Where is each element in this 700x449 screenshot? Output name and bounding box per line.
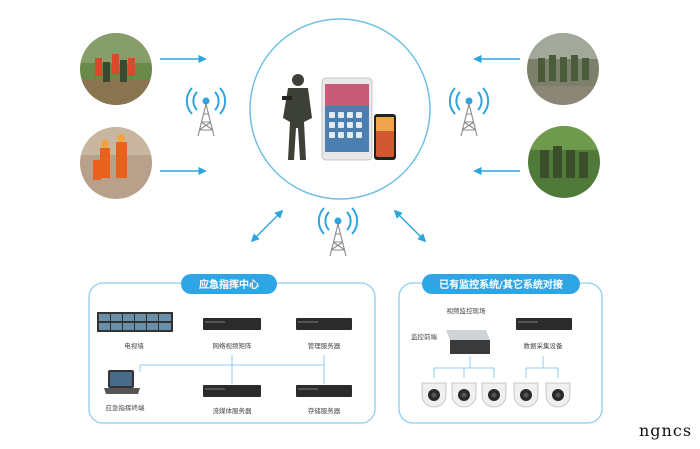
military-photo-2 [528, 126, 600, 198]
signal-tower-icon [185, 87, 227, 137]
arrow-hub-left-panel [250, 209, 284, 243]
streaming-server-label: 流媒体服务器 [213, 406, 253, 415]
server-icon [296, 318, 352, 330]
right-panel-connectors [433, 356, 559, 378]
data-collection-label: 数据采集设备 [524, 341, 564, 350]
nvr-device-icon [446, 330, 490, 354]
server-icon [203, 385, 261, 397]
soldier-figure [282, 74, 312, 160]
network-matrix-label: 网络视频矩阵 [213, 341, 253, 350]
server-icon [296, 385, 352, 397]
signal-tower-icon [448, 87, 490, 137]
dome-camera-icon [421, 382, 447, 408]
dome-camera-icon [481, 382, 507, 408]
video-wall-icon [97, 312, 173, 332]
military-photo-1 [527, 33, 599, 105]
left-panel-connectors [139, 355, 325, 384]
server-icon [203, 318, 261, 330]
existing-system-title-pill [422, 274, 580, 294]
command-terminal-label: 应急指挥终端 [106, 403, 146, 412]
front-end-label: 监控前端 [411, 332, 438, 341]
server-icon [516, 318, 572, 330]
arrow-hub-right-panel [393, 209, 427, 243]
management-server-label: 管理服务器 [308, 341, 341, 350]
tablet-device [321, 77, 373, 161]
storage-server-label: 存储服务器 [308, 406, 341, 415]
watermark: ngncs [639, 421, 693, 440]
rescue-photo-2 [80, 127, 152, 199]
dome-camera-icon [513, 382, 539, 408]
signal-tower-icon [317, 207, 359, 257]
rescue-photo-1 [80, 33, 152, 105]
command-center-title-pill [181, 274, 277, 294]
laptop-icon [104, 370, 140, 394]
command-center-title: 应急指挥中心 [199, 278, 259, 291]
command-center-panel [88, 282, 376, 424]
video-site-label: 视频监控现场 [447, 306, 487, 315]
phone-device [374, 114, 396, 160]
video-wall-label: 电视墙 [124, 341, 144, 350]
existing-system-title: 已有监控系统/其它系统对接 [439, 278, 563, 291]
dome-camera-icon [545, 382, 571, 408]
dome-camera-icon [451, 382, 477, 408]
